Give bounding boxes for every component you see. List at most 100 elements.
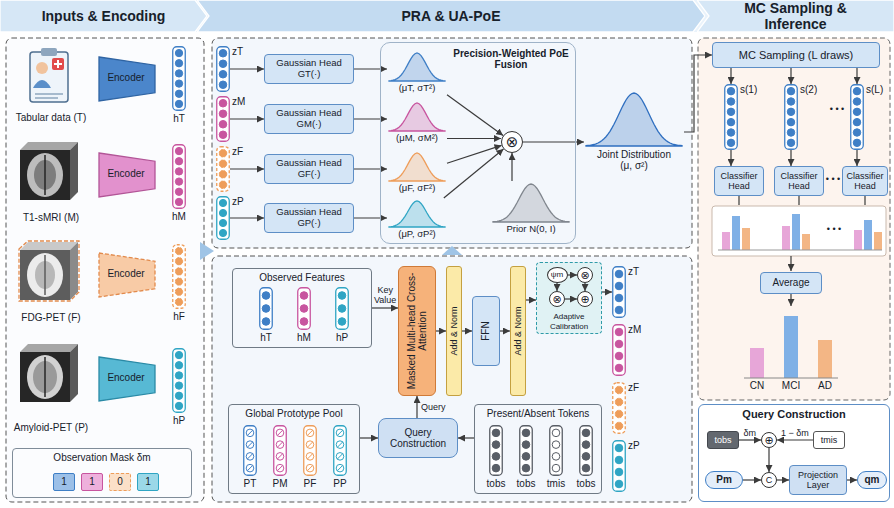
group-panel: Present/Absent Tokenstobstobstmistobs — [474, 404, 602, 494]
ellipsis-label: • • • — [823, 224, 845, 234]
vector-frame — [490, 426, 503, 476]
vector-cell — [787, 118, 794, 125]
vector-frame — [613, 325, 626, 376]
node-text: ⊗ — [551, 293, 563, 306]
text-holder: ⊗ — [579, 268, 591, 282]
process-box: 1 — [137, 473, 159, 491]
vector-shape — [216, 196, 230, 240]
vector-cell — [300, 318, 308, 326]
vector-cell — [175, 372, 182, 379]
text-holder: Gaussian Head GT(·) — [266, 55, 352, 83]
text-holder: FDG-PET (F) — [8, 310, 94, 326]
connector — [768, 448, 769, 472]
node-text: hT — [162, 113, 196, 125]
node-text: tobs — [483, 478, 509, 490]
person-head — [36, 62, 48, 74]
vector-frame — [298, 288, 311, 330]
text-holder: Encoder — [99, 56, 153, 100]
node-text: Gaussian Head GP(·) — [266, 207, 352, 229]
vector-shape — [612, 440, 626, 492]
vector-cell — [306, 453, 314, 461]
gaussian-distribution: (μP, σP²) — [387, 198, 447, 242]
node-text: ⊕ — [579, 293, 591, 306]
connector — [458, 437, 474, 438]
process-box: Projection Layer — [789, 465, 847, 495]
edge-label: δm — [744, 428, 757, 438]
process-box: Gaussian Head GF(·) — [264, 154, 354, 184]
vector-cell — [336, 441, 344, 449]
connector — [230, 217, 264, 218]
node-text: (μ, σ²) — [584, 160, 684, 172]
feature-vector: s(2) — [784, 84, 824, 150]
bar — [792, 214, 800, 250]
layer-box: Masked Multi-head Cross-Attention — [398, 266, 436, 396]
text-holder: Adaptive Calibration — [538, 311, 600, 332]
node-text: (μF, σF²) — [387, 183, 447, 194]
text-holder: MC Sampling & Inference — [713, 0, 878, 32]
text-holder: Classifier Head — [776, 167, 822, 195]
cube-side — [70, 242, 78, 300]
vector-cell — [175, 168, 182, 175]
gaussian-distribution: (μT, σT²) — [387, 50, 447, 96]
operator-circle: C — [761, 472, 777, 488]
vector-cell — [246, 441, 254, 449]
node-text: zT — [628, 266, 652, 278]
node-text: T1-sMRI (M) — [8, 212, 94, 224]
hatch-line — [247, 454, 252, 459]
feature-vector: hM — [289, 287, 319, 345]
feature-vector: tobs — [513, 425, 539, 491]
vector-shape — [850, 84, 864, 150]
node-text: PT — [237, 478, 263, 490]
text-holder: (μT, σT²) — [387, 82, 447, 95]
node-text: Average — [762, 277, 820, 289]
chevron-outline — [697, 0, 894, 32]
text-holder: tobs — [483, 477, 509, 491]
hatch-line — [337, 454, 342, 459]
text-holder: zT — [628, 266, 652, 280]
feature-vector: zM — [216, 96, 252, 142]
vector-cell — [219, 149, 227, 157]
text-holder: Gaussian Head GP(·) — [266, 204, 352, 232]
vector-cell — [522, 429, 530, 437]
curve-path — [389, 103, 445, 131]
curve-path — [389, 53, 445, 81]
vector-cell — [175, 288, 182, 295]
feature-vector: PF — [297, 425, 323, 491]
node-text: zP — [628, 440, 652, 452]
feature-vector: tmis — [543, 425, 569, 491]
node-text: Query Construction — [380, 427, 456, 450]
process-box: Average — [760, 272, 822, 294]
hatch-line — [277, 454, 282, 459]
hatch-line — [247, 465, 252, 470]
text-holder: Global Prototype Pool — [232, 406, 356, 422]
vector-frame — [613, 267, 626, 318]
vector-cell — [219, 199, 226, 206]
edge-label: Key Value — [374, 285, 396, 306]
cube-front — [20, 250, 70, 300]
vector-cell — [276, 453, 284, 461]
text-holder: 1 — [83, 474, 101, 490]
text-holder: s(1) — [740, 84, 764, 98]
connector — [777, 439, 813, 440]
text-holder: PM — [267, 477, 293, 491]
vector-cell — [615, 468, 623, 476]
feature-vector: PP — [327, 425, 353, 491]
vector-cell — [219, 110, 227, 118]
text-holder: (μM, σM²) — [387, 132, 447, 145]
node-text: PRA & UA-PoE — [213, 8, 689, 24]
text-holder: Encoder — [99, 152, 153, 196]
vector-cell — [338, 292, 346, 300]
bar — [732, 216, 740, 250]
vector-cell — [338, 305, 346, 313]
text-holder: CNMCIAD — [740, 378, 842, 394]
strip-frame — [712, 206, 886, 256]
text-holder: hP — [162, 414, 196, 428]
curve-path — [493, 184, 569, 222]
node-text: PM — [267, 478, 293, 490]
vector-frame — [550, 426, 563, 476]
vector-frame — [217, 97, 230, 142]
text-holder: Add & Norm — [512, 269, 524, 393]
text-holder: zP — [232, 196, 252, 210]
node-text: Observation Mask δm — [16, 452, 188, 464]
vector-cell — [615, 444, 623, 452]
